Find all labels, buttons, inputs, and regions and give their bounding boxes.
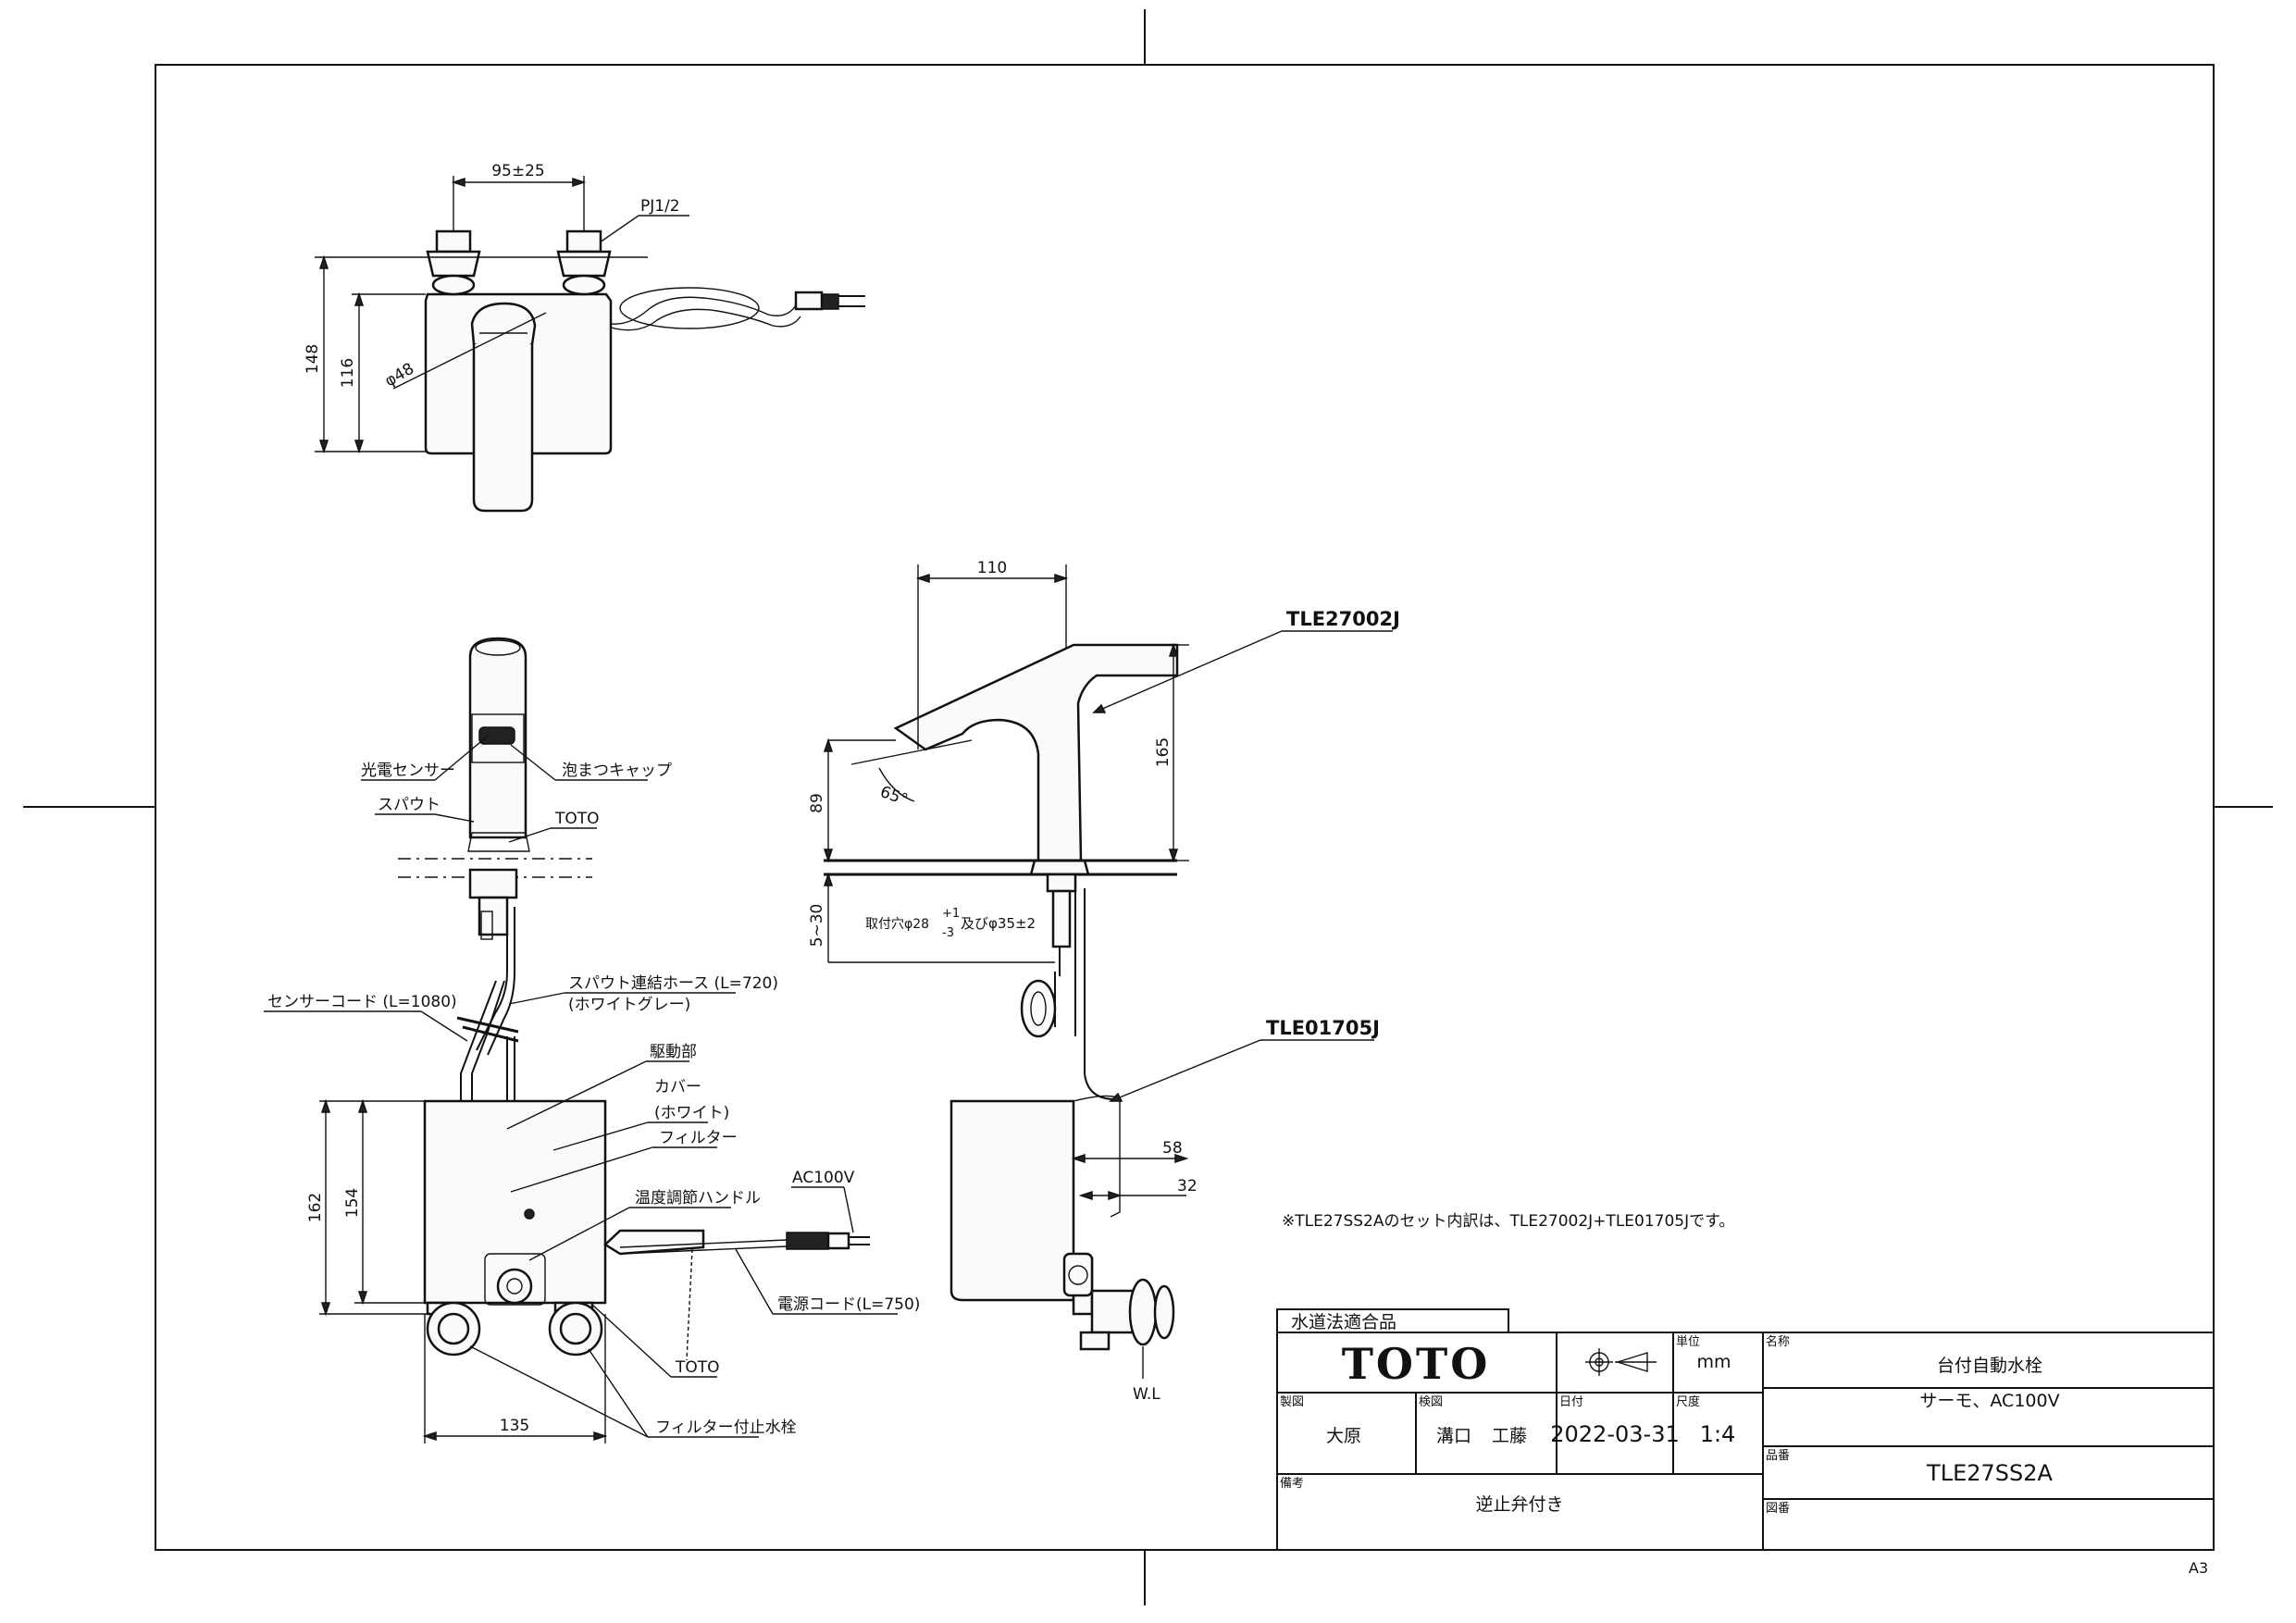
label-ac100v: AC100V <box>792 1169 855 1187</box>
label-sensor: 光電センサー <box>361 762 455 780</box>
label-pj12: PJ1/2 <box>640 197 680 216</box>
dim-89: 89 <box>808 793 826 813</box>
dim-162: 162 <box>306 1193 325 1222</box>
product-name: 台付自動水栓 <box>1937 1356 2042 1376</box>
label-filter: フィルター <box>659 1129 738 1147</box>
date-value: 2022-03-31 <box>1550 1421 1679 1447</box>
dim-165: 165 <box>1154 737 1173 767</box>
label-aerator: 泡まつキャップ <box>562 762 672 780</box>
dim-135: 135 <box>500 1417 529 1435</box>
model-label: 品番 <box>1766 1449 1790 1463</box>
hole-note-b: 及びφ35±2 <box>961 915 1036 932</box>
label-cover-color: (ホワイト) <box>654 1104 729 1122</box>
set-note: ※TLE27SS2Aのセット内訳は、TLE27002J+TLE01705Jです。 <box>1282 1212 1734 1231</box>
dim-58: 58 <box>1162 1139 1183 1158</box>
hole-note: 取付穴φ28 <box>865 917 929 932</box>
projection-symbol <box>1585 1348 1657 1376</box>
hole-tol-plus: +1 <box>942 907 960 921</box>
dim-32: 32 <box>1177 1177 1198 1196</box>
drawn-label: 製図 <box>1280 1395 1304 1409</box>
dim-5-30: 5~30 <box>808 904 826 948</box>
dim-116: 116 <box>339 358 357 388</box>
hole-tol-minus: -3 <box>942 926 954 940</box>
checked-label: 検図 <box>1419 1395 1443 1409</box>
checked-by-2: 工藤 <box>1492 1426 1527 1446</box>
dim-110: 110 <box>977 559 1007 577</box>
label-drive: 駆動部 <box>650 1043 697 1061</box>
drawn-by: 大原 <box>1326 1426 1361 1446</box>
toto-logo: TOTO <box>1342 1339 1491 1389</box>
label-toto-valve: TOTO <box>675 1358 720 1377</box>
label-hose: スパウト連結ホース (L=720) <box>568 974 778 993</box>
title-block: 水道法適合品 TOTO 単位 mm 名称 台付自動水栓 サーモ、AC100V 製… <box>1276 1308 2215 1551</box>
label-hose-color: (ホワイトグレー) <box>568 996 690 1014</box>
label-wl: W.L <box>1133 1385 1160 1404</box>
label-temp-handle: 温度調節ハンドル <box>635 1189 761 1208</box>
top-view: 95±25 148 116 φ48 PJ1/2 <box>304 162 865 513</box>
dim-95: 95±25 <box>491 162 545 180</box>
label-toto-spout: TOTO <box>554 810 600 828</box>
part-tle01705j: TLE01705J <box>1266 1017 1380 1039</box>
dim-65deg: 65° <box>877 783 910 810</box>
remarks-value: 逆止弁付き <box>1475 1494 1563 1515</box>
model-value: TLE27SS2A <box>1926 1460 2053 1486</box>
scale-label: 尺度 <box>1676 1394 1700 1409</box>
dim-154: 154 <box>343 1188 362 1218</box>
dim-148: 148 <box>304 344 322 374</box>
remarks-label: 備考 <box>1280 1476 1304 1491</box>
hole-note-a: 取付穴φ28 <box>865 917 929 932</box>
checked-by-1: 溝口 <box>1436 1426 1471 1446</box>
sheet-size: A3 <box>2189 1559 2208 1577</box>
side-view: 65° 110 165 89 5~30 取付穴φ28 +1 -3 及びφ35±2… <box>808 559 1400 1404</box>
unit-value: mm <box>1696 1352 1731 1372</box>
part-tle27002j: TLE27002J <box>1286 608 1400 630</box>
label-spout: スパウト <box>378 796 441 814</box>
date-label: 日付 <box>1559 1395 1583 1409</box>
unit-label: 単位 <box>1676 1334 1700 1349</box>
label-cover: カバー <box>654 1078 701 1096</box>
label-valve: フィルター付止水栓 <box>655 1419 797 1437</box>
front-view: 162 154 135 光電センサー 泡まつキャップ スパウト TOTO スパウ… <box>264 637 920 1443</box>
name-label: 名称 <box>1766 1334 1790 1349</box>
label-sensor-cord: センサーコード (L=1080) <box>267 993 457 1011</box>
compliance-label: 水道法適合品 <box>1291 1312 1396 1332</box>
label-power-cord: 電源コード(L=750) <box>777 1295 920 1314</box>
product-spec: サーモ、AC100V <box>1919 1391 2059 1411</box>
scale-value: 1:4 <box>1700 1421 1736 1447</box>
drawing-no-label: 図番 <box>1766 1502 1790 1516</box>
